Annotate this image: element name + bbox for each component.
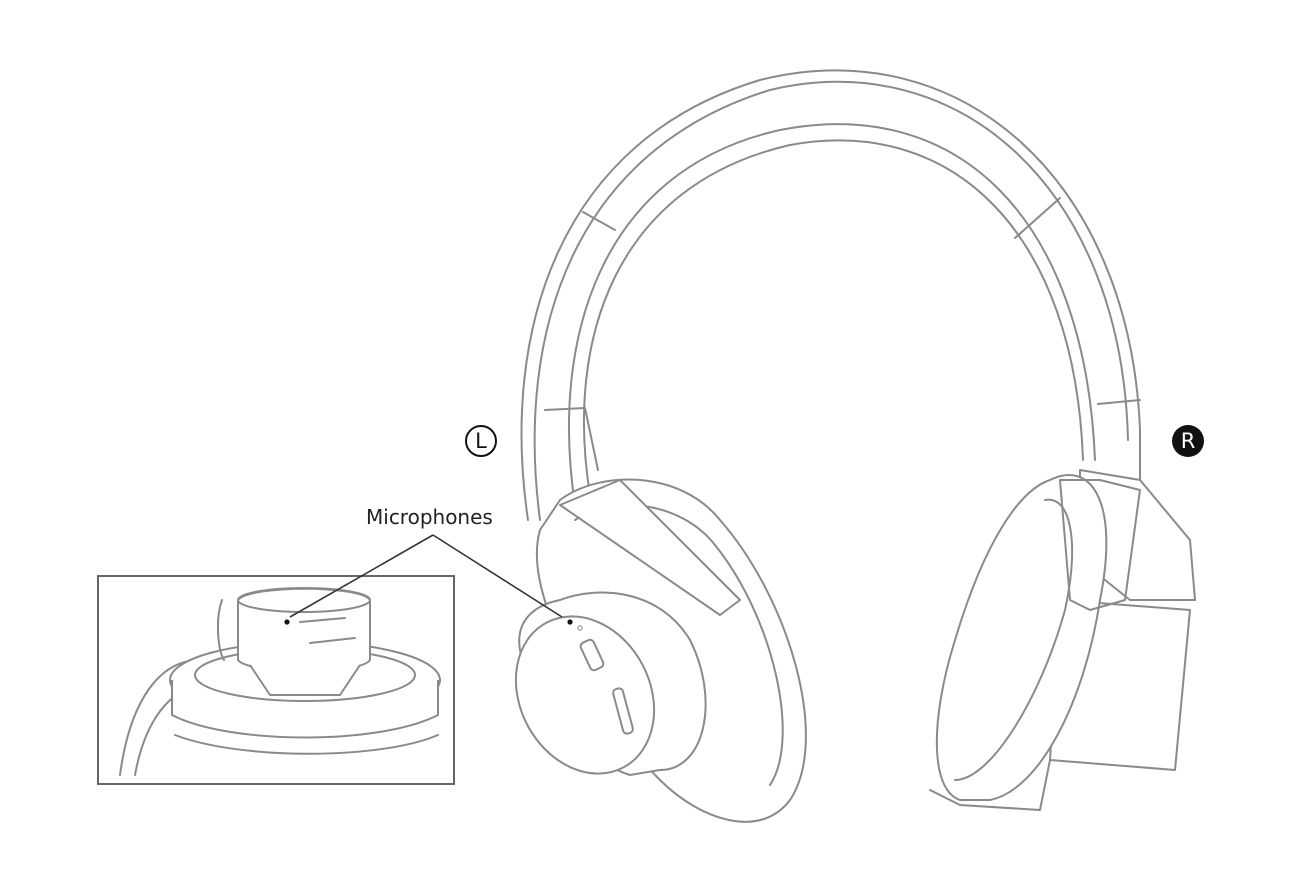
microphone-dot-main	[567, 619, 573, 625]
left-earcup	[514, 478, 807, 823]
left-side-indicator: L	[465, 425, 497, 457]
microphones-label: Microphones	[366, 505, 493, 529]
inset-closeup	[119, 587, 441, 776]
microphone-dot-inset	[284, 619, 290, 625]
headband	[520, 69, 1141, 521]
right-earcup	[929, 469, 1196, 811]
right-side-indicator: R	[1172, 425, 1204, 457]
microphone-leader-lines	[289, 534, 563, 618]
